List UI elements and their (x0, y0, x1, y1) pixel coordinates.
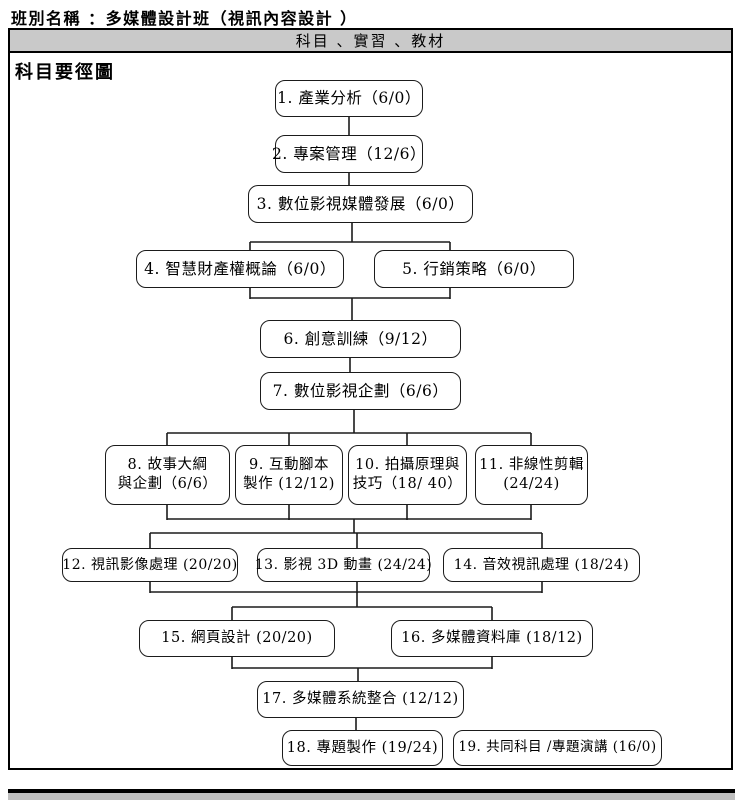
course-node-3-label: 3. 數位影視媒體發展（6/0） (256, 194, 465, 213)
course-node-3: 3. 數位影視媒體發展（6/0） (248, 185, 473, 223)
course-node-8: 8. 故事大綱 與企劃（6/6） (105, 445, 230, 505)
course-node-1: 1. 產業分析（6/0） (275, 80, 423, 117)
course-node-15-label: 15. 網頁設計 (20/20) (161, 630, 313, 647)
course-node-10-line2: 技巧（18/ 40） (352, 476, 463, 492)
course-node-12: 12. 視訊影像處理 (20/20) (62, 548, 238, 582)
course-node-10: 10. 拍攝原理與 技巧（18/ 40） (348, 445, 467, 505)
course-node-15: 15. 網頁設計 (20/20) (139, 620, 335, 657)
course-node-6-label: 6. 創意訓練（9/12） (283, 329, 438, 348)
course-node-12-label: 12. 視訊影像處理 (20/20) (62, 556, 238, 573)
next-section-band (8, 789, 735, 800)
course-node-17-label: 17. 多媒體系統整合 (12/12) (262, 691, 459, 708)
course-node-1-label: 1. 產業分析（6/0） (277, 89, 421, 108)
course-node-13-label: 13. 影視 3D 動畫 (24/24) (254, 556, 433, 573)
course-node-9: 9. 互動腳本 製作 (12/12) (235, 445, 343, 505)
course-node-18: 18. 專題製作 (19/24) (282, 730, 443, 766)
section-header-band: 科目 、實習 、教材 (10, 30, 731, 53)
course-node-19-label: 19. 共同科目 /專題演講 (16/0) (458, 739, 657, 756)
course-node-14-label: 14. 音效視訊處理 (18/24) (453, 556, 630, 573)
course-node-17: 17. 多媒體系統整合 (12/12) (257, 681, 464, 718)
course-node-5-label: 5. 行銷策略（6/0） (402, 259, 546, 278)
course-node-8-line1: 8. 故事大綱 (127, 457, 208, 474)
course-node-9-line2: 製作 (12/12) (243, 476, 335, 492)
course-node-9-line1: 9. 互動腳本 (249, 457, 329, 474)
course-node-11: 11. 非線性剪輯 (24/24) (475, 445, 588, 505)
course-node-4-label: 4. 智慧財產權概論（6/0） (144, 259, 336, 278)
course-node-10-line1: 10. 拍攝原理與 (355, 457, 460, 474)
course-node-2-label: 2. 專案管理（12/6） (271, 144, 427, 163)
course-node-7-label: 7. 數位影視企劃（6/6） (272, 381, 449, 400)
course-node-4: 4. 智慧財產權概論（6/0） (136, 250, 344, 288)
course-node-8-line2: 與企劃（6/6） (117, 476, 218, 492)
course-node-18-label: 18. 專題製作 (19/24) (286, 739, 439, 756)
course-node-13: 13. 影視 3D 動畫 (24/24) (254, 548, 433, 582)
course-node-2: 2. 專案管理（12/6） (271, 135, 427, 173)
section-header-text: 科目 、實習 、教材 (295, 32, 446, 50)
course-node-16: 16. 多媒體資料庫 (18/12) (391, 620, 593, 657)
course-node-11-line2: (24/24) (503, 476, 560, 492)
course-node-7: 7. 數位影視企劃（6/6） (260, 372, 461, 410)
course-node-6: 6. 創意訓練（9/12） (260, 320, 461, 358)
course-node-14: 14. 音效視訊處理 (18/24) (443, 548, 640, 582)
diagram-title: 科目要徑圖 (15, 62, 115, 83)
course-node-19: 19. 共同科目 /專題演講 (16/0) (453, 730, 662, 766)
course-node-11-line1: 11. 非線性剪輯 (479, 457, 584, 474)
class-name-label: 班別名稱 ：多媒體設計班（視訊內容設計 ） (11, 9, 358, 28)
course-node-5: 5. 行銷策略（6/0） (374, 250, 574, 288)
course-node-16-label: 16. 多媒體資料庫 (18/12) (401, 630, 583, 647)
